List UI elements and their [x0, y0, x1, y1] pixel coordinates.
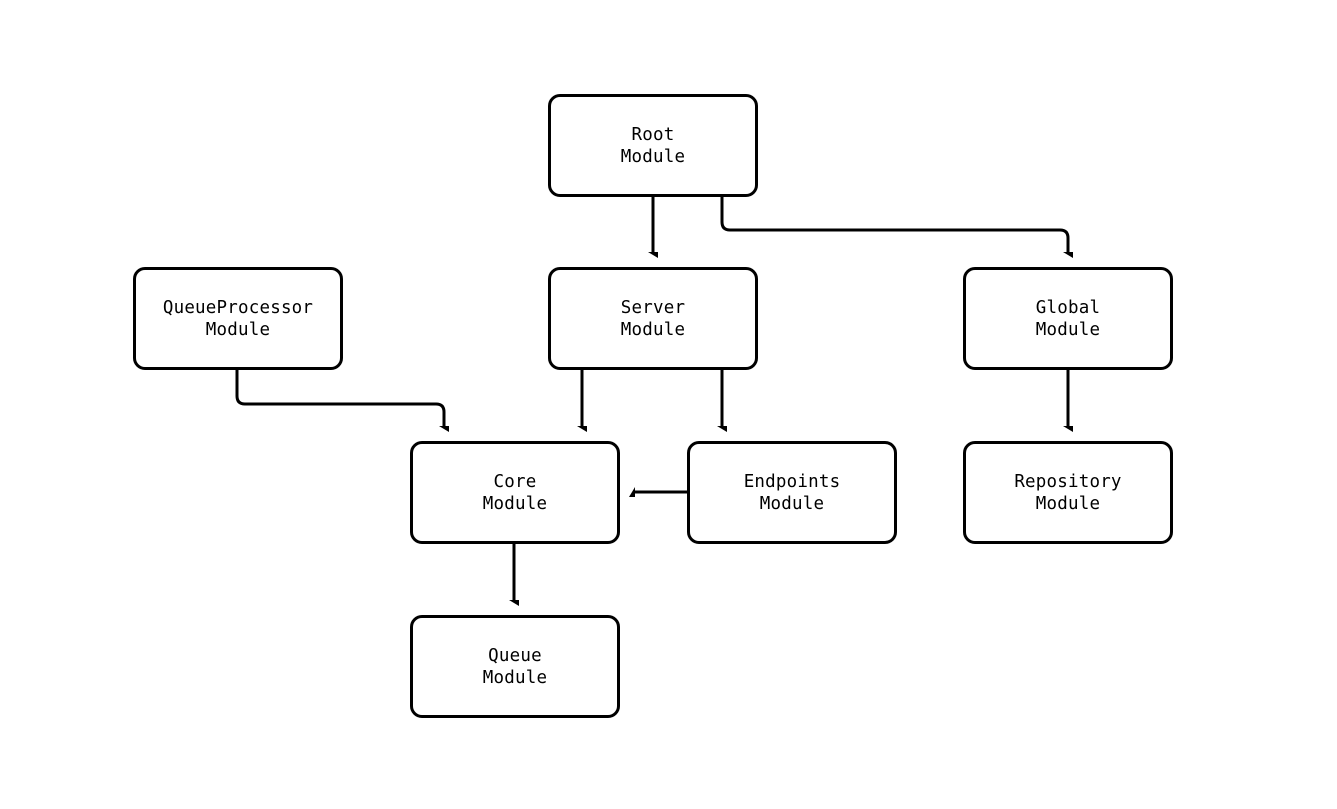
node-label: Server Module — [620, 297, 686, 340]
node-global-module[interactable]: Global Module — [963, 267, 1173, 370]
node-label: Endpoints Module — [743, 471, 841, 514]
node-label: Root Module — [620, 124, 686, 167]
node-server-module[interactable]: Server Module — [548, 267, 758, 370]
node-label: Repository Module — [1014, 471, 1122, 514]
node-repository-module[interactable]: Repository Module — [963, 441, 1173, 544]
edge-root-to-global — [720, 197, 1068, 252]
edges-group — [235, 197, 1068, 600]
node-label: Global Module — [1035, 297, 1101, 340]
node-root-module[interactable]: Root Module — [548, 94, 758, 197]
node-queueprocessor-module[interactable]: QueueProcessor Module — [133, 267, 343, 370]
edge-queueprocessor-to-core — [235, 370, 444, 426]
node-core-module[interactable]: Core Module — [410, 441, 620, 544]
node-endpoints-module[interactable]: Endpoints Module — [687, 441, 897, 544]
node-label: Core Module — [482, 471, 548, 514]
node-label: Queue Module — [482, 645, 548, 688]
node-label: QueueProcessor Module — [162, 297, 314, 340]
node-queue-module[interactable]: Queue Module — [410, 615, 620, 718]
